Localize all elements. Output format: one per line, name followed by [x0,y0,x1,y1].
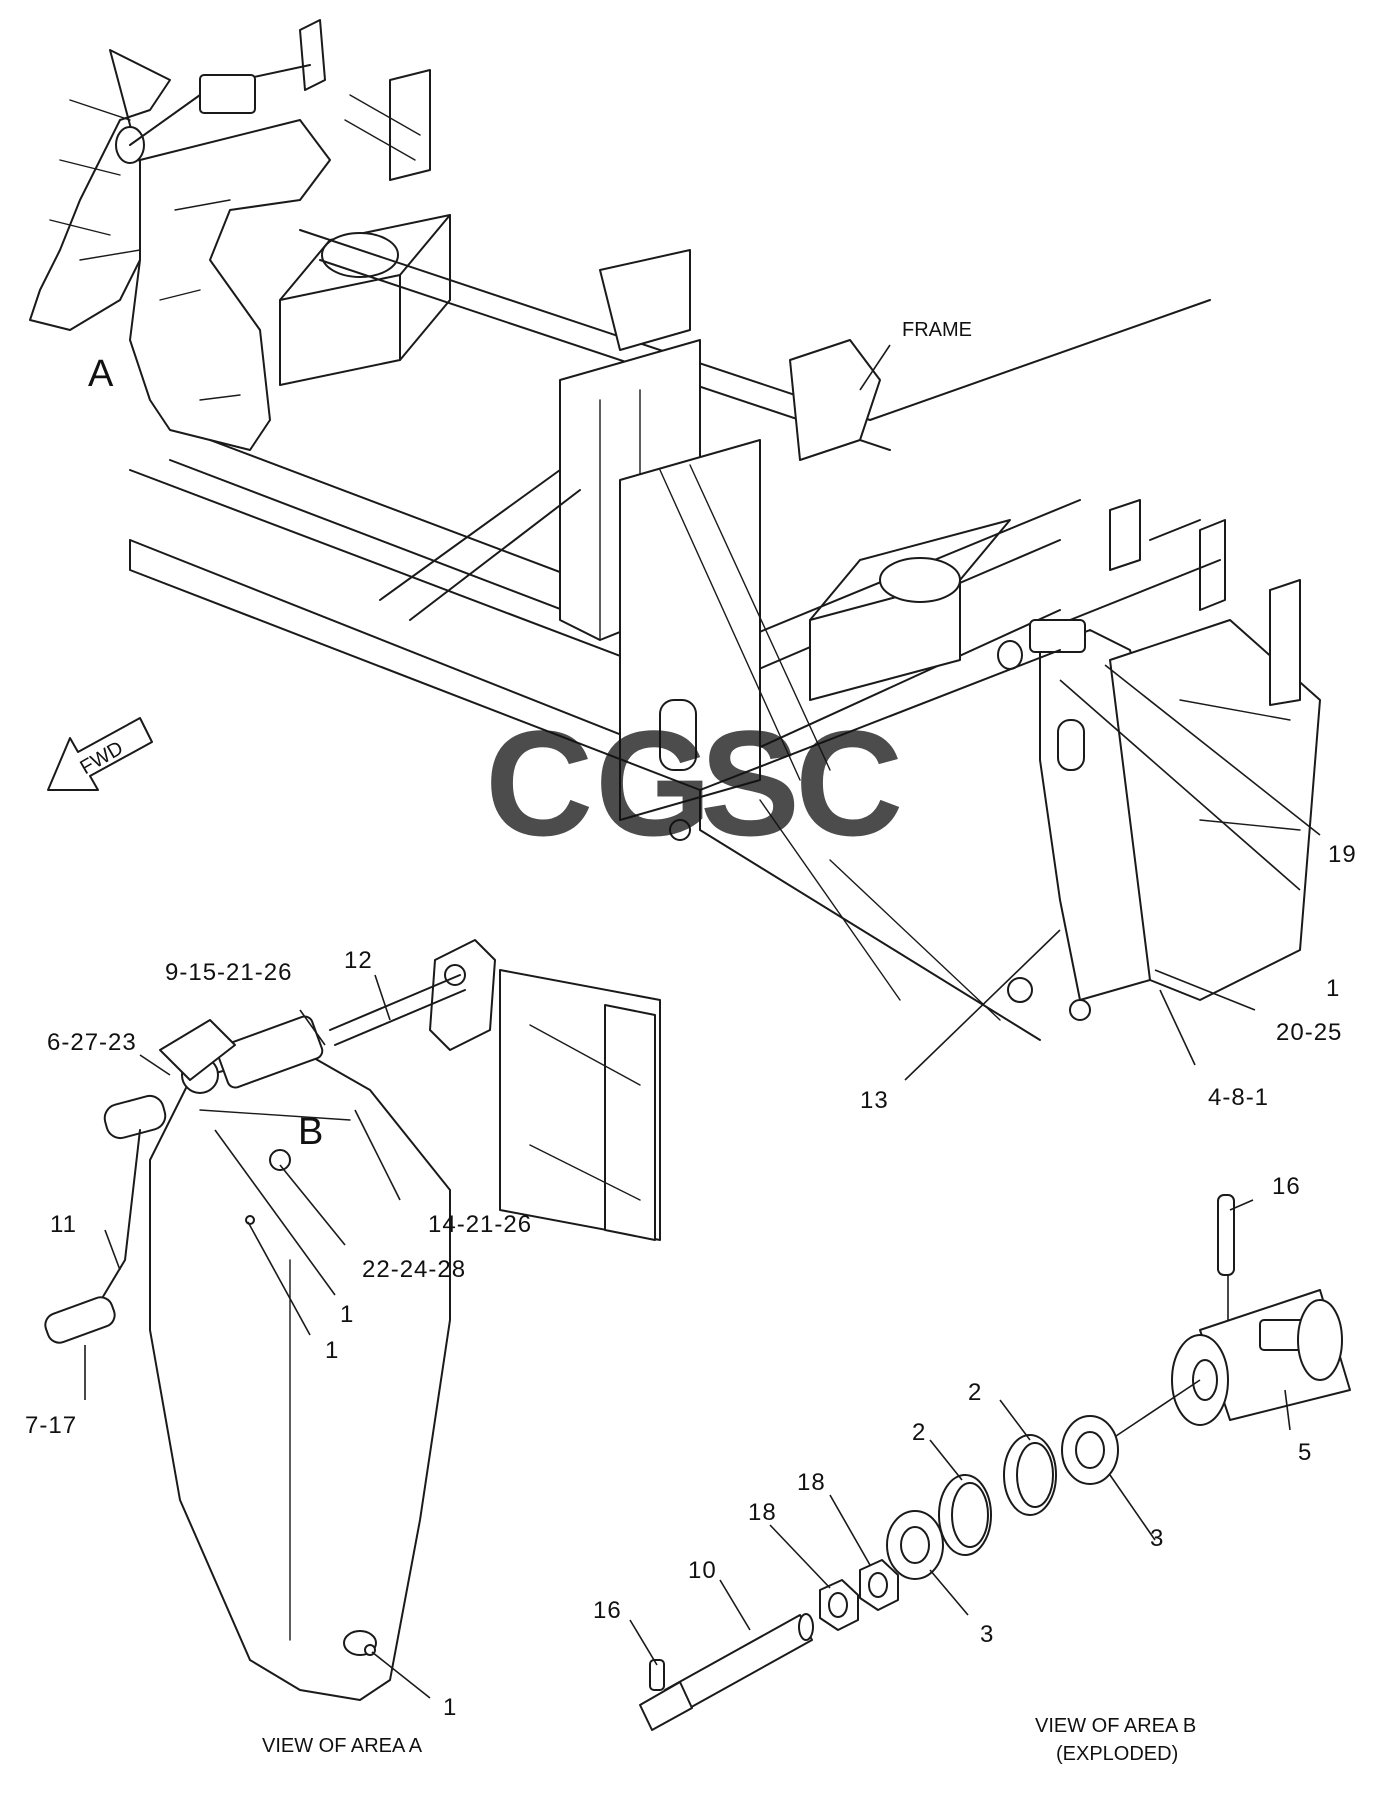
callout-18-a: 18 [797,1469,826,1496]
callout-18-b: 18 [748,1499,777,1526]
callout-10: 10 [688,1557,717,1584]
view-area-b-caption-line2: (EXPLODED) [1056,1743,1178,1765]
callout-4-8-1: 4-8-1 [1208,1084,1269,1111]
area-a-marker: A [88,353,114,395]
callout-9-15-21-26: 9-15-21-26 [165,959,292,986]
callout-3-a: 3 [1150,1525,1164,1552]
area-a-detail [44,939,661,1701]
watermark-logo: C G S C [485,699,903,867]
watermark-letter-1: C [485,699,593,867]
watermark-letter-2: G [595,699,712,867]
shaft-10-part [639,1613,814,1731]
callout-14-21-26: 14-21-26 [428,1211,532,1238]
callout-13: 13 [860,1087,889,1114]
fwd-arrow-icon: FWD [47,717,153,791]
yoke-5-part [1171,1289,1351,1426]
pin-16-part [1217,1194,1235,1276]
callout-5: 5 [1298,1439,1312,1466]
text-labels: FRAME A B VIEW OF AREA A VIEW OF AREA B … [25,319,1357,1765]
view-area-b-caption-line1: VIEW OF AREA B [1035,1715,1196,1737]
callout-16-bottom: 16 [593,1597,622,1624]
watermark-letter-4: C [795,699,903,867]
callout-1-a: 1 [340,1301,354,1328]
callout-7-17: 7-17 [25,1412,77,1439]
callout-3-b: 3 [980,1621,994,1648]
callout-20-25: 20-25 [1276,1019,1342,1046]
callout-11: 11 [50,1211,77,1238]
callout-6-27-23: 6-27-23 [47,1029,137,1056]
area-b-exploded [639,1194,1351,1731]
watermark-letter-3: S [700,699,800,867]
view-area-a-caption: VIEW OF AREA A [262,1735,423,1757]
callout-1-bottom: 1 [443,1694,457,1721]
callout-12: 12 [344,947,373,974]
callout-1-top: 1 [1326,975,1340,1002]
callout-19: 19 [1328,841,1357,868]
callout-22-24-28: 22-24-28 [362,1256,466,1283]
callout-16-top: 16 [1272,1173,1301,1200]
callout-2-b: 2 [912,1419,926,1446]
frame-assembly [29,19,1321,1041]
leader-lines [84,344,1321,1699]
callout-1-b: 1 [325,1337,339,1364]
area-b-marker: B [298,1111,323,1153]
callout-2-a: 2 [968,1379,982,1406]
frame-label: FRAME [902,319,972,341]
